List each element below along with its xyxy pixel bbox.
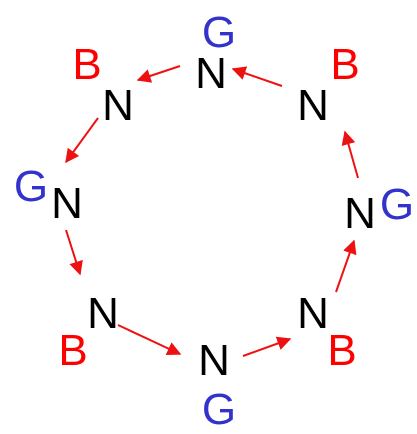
arrow-lower-left-to-bottom [117,324,182,356]
n-label-upper-left: N [102,81,134,130]
g-label-left: G [13,162,49,211]
arrow-upper-left-to-left [65,117,99,164]
b-label-upper-left: B [72,40,102,89]
arrow-left-to-lower-left [65,229,83,276]
arrow-right-to-upper-right [341,130,359,179]
g-label-bottom: G [201,385,237,434]
g-label-right: G [379,180,415,229]
n-label-lower-right: N [297,289,329,338]
arrow-upper-right-to-top [231,66,283,87]
n-label-left: N [51,179,83,228]
n-label-bottom: N [198,336,230,385]
arrow-top-to-upper-left [136,65,181,83]
arrow-bottom-to-lower-right [242,336,292,357]
b-label-lower-left: B [58,326,88,375]
n-label-upper-right: N [297,81,329,130]
n-label-right: N [344,189,376,238]
b-label-lower-right: B [327,326,357,375]
n-label-top: N [195,49,227,98]
n-label-lower-left: N [87,289,119,338]
g-label-top: G [201,8,237,57]
b-label-upper-right: B [330,40,360,89]
arrow-lower-right-to-right [335,239,357,293]
